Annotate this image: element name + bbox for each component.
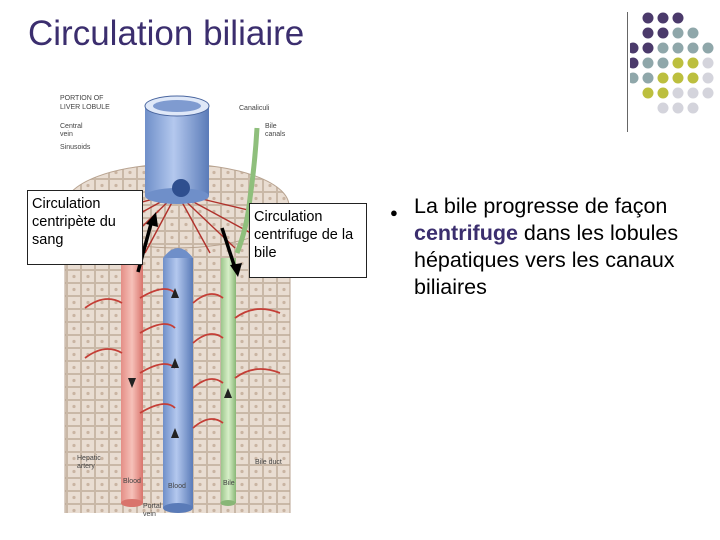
- svg-text:Central: Central: [60, 123, 83, 130]
- callout-centripetal: Circulation centripète du sang: [27, 190, 143, 265]
- dot-row-3: [630, 43, 714, 54]
- svg-text:Bile duct: Bile duct: [255, 459, 282, 466]
- dot-row-5: [630, 73, 714, 84]
- decorative-dot-grid: [630, 12, 720, 122]
- svg-text:Sinusoids: Sinusoids: [60, 144, 91, 151]
- slide-title: Circulation biliaire: [28, 14, 304, 54]
- bullet-icon: ●: [390, 199, 398, 226]
- svg-text:artery: artery: [77, 463, 95, 470]
- hepatic-artery: [121, 248, 143, 507]
- dot-row-6: [643, 88, 714, 99]
- callout-centrifugal: Circulation centrifuge de la bile: [249, 203, 367, 278]
- svg-text:canals: canals: [265, 131, 286, 138]
- svg-text:vein: vein: [60, 131, 73, 138]
- svg-text:Bile: Bile: [223, 480, 235, 487]
- central-vein: [145, 96, 209, 204]
- portal-vein: [163, 248, 193, 513]
- svg-text:Canaliculi: Canaliculi: [239, 105, 270, 112]
- svg-text:Blood: Blood: [168, 483, 186, 490]
- svg-text:Hepatic: Hepatic: [77, 455, 101, 462]
- emphasis-word: centrifuge: [414, 221, 518, 245]
- dot-row-4: [630, 58, 714, 69]
- svg-text:Portal: Portal: [143, 503, 162, 510]
- dot-row-7: [658, 103, 699, 114]
- bullet-text: La bile progresse de façon centrifuge da…: [414, 193, 714, 301]
- svg-text:LIVER LOBULE: LIVER LOBULE: [60, 104, 110, 111]
- svg-text:Bile: Bile: [265, 123, 277, 130]
- dot-row-2: [643, 28, 699, 39]
- dot-row-1: [643, 13, 684, 24]
- decorative-divider: [627, 12, 628, 132]
- liver-lobule-illustration: PORTION OF LIVER LOBULE Central vein Sin…: [25, 88, 335, 528]
- svg-text:Blood: Blood: [123, 478, 141, 485]
- svg-text:PORTION OF: PORTION OF: [60, 95, 103, 102]
- svg-text:vein: vein: [143, 511, 156, 518]
